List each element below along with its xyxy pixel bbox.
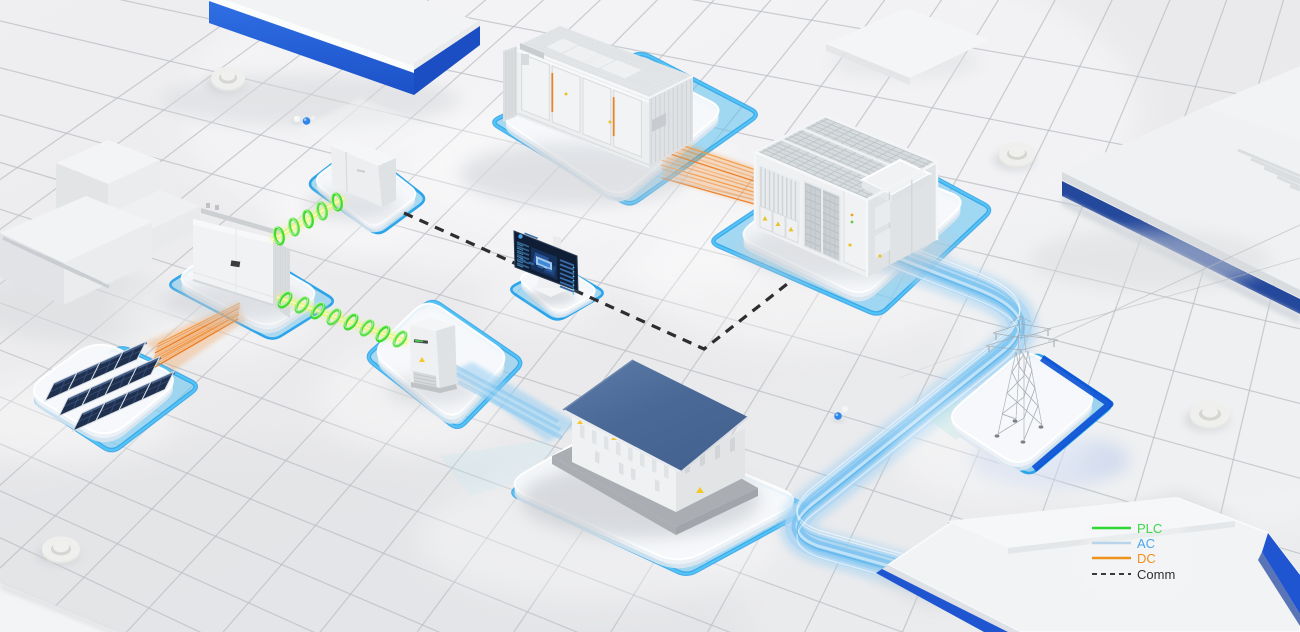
svg-text:PLC: PLC [1137,521,1162,536]
svg-text:AC: AC [1137,536,1155,551]
svg-text:DC: DC [1137,551,1156,566]
svg-text:Comm: Comm [1137,567,1175,582]
